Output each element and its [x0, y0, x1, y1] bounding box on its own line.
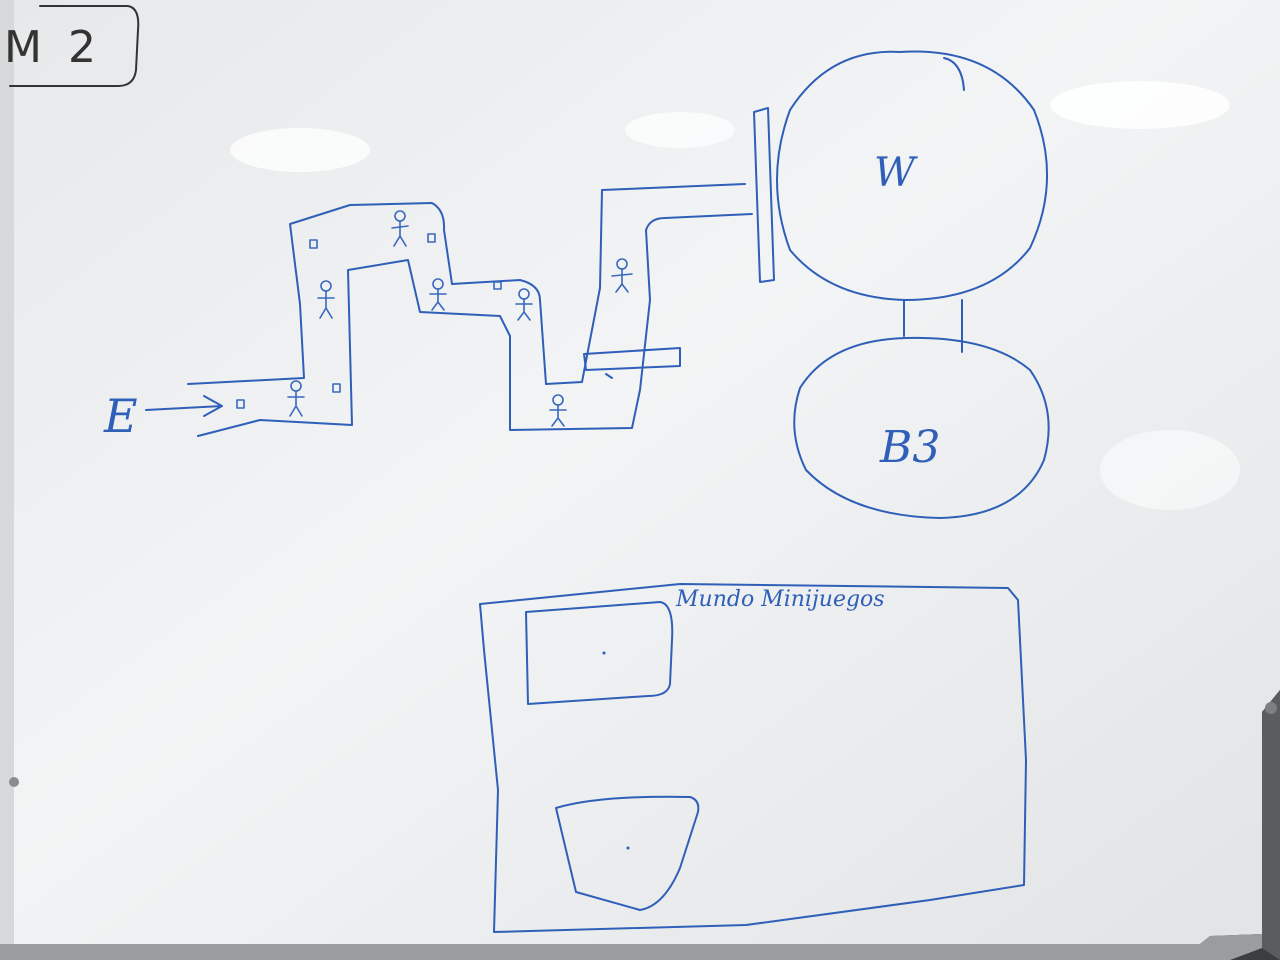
minigame-room-top	[525, 601, 674, 705]
board-right-frame	[1262, 690, 1280, 960]
person-icon	[287, 380, 305, 417]
corner-tag-text: M 2	[4, 22, 102, 73]
light-reflection	[230, 128, 370, 172]
world-circle	[776, 50, 1049, 301]
room-dot	[602, 651, 606, 655]
object-marker	[493, 281, 502, 290]
end-barrier	[753, 107, 775, 283]
minigame-title: Mundo Minijuegos	[675, 587, 885, 612]
person-icon	[611, 258, 633, 293]
frame-screw-icon	[1265, 702, 1277, 714]
person-icon	[317, 280, 335, 319]
b3-label: B3	[879, 422, 940, 473]
person-icon	[429, 278, 447, 311]
board-bottom-rail	[0, 934, 1262, 960]
object-marker	[332, 383, 341, 393]
entrance-arrow	[145, 395, 223, 417]
light-reflection	[1050, 81, 1230, 129]
frame-screw-icon	[9, 777, 19, 787]
b3-circle	[793, 336, 1050, 519]
object-marker	[236, 399, 245, 409]
light-reflection	[625, 112, 735, 148]
corridor-outer-wall	[187, 183, 746, 385]
person-icon	[391, 210, 409, 247]
corridor-inner-wall	[197, 213, 753, 437]
object-marker	[309, 239, 318, 249]
object-marker	[427, 233, 436, 243]
corridor-gate	[583, 347, 681, 371]
corridor-gate-marker	[605, 373, 613, 379]
corner-tag-box	[9, 5, 140, 87]
entrance-label: E	[103, 389, 138, 443]
world-label: W	[874, 150, 918, 196]
person-icon	[515, 288, 533, 321]
minigame-room-bottom	[555, 795, 700, 911]
light-reflection	[1100, 430, 1240, 510]
board-left-frame	[0, 0, 14, 944]
minigame-area	[479, 583, 1027, 933]
world-circle-inner-arc	[943, 57, 965, 91]
room-dot	[626, 846, 630, 850]
person-icon	[549, 394, 567, 427]
